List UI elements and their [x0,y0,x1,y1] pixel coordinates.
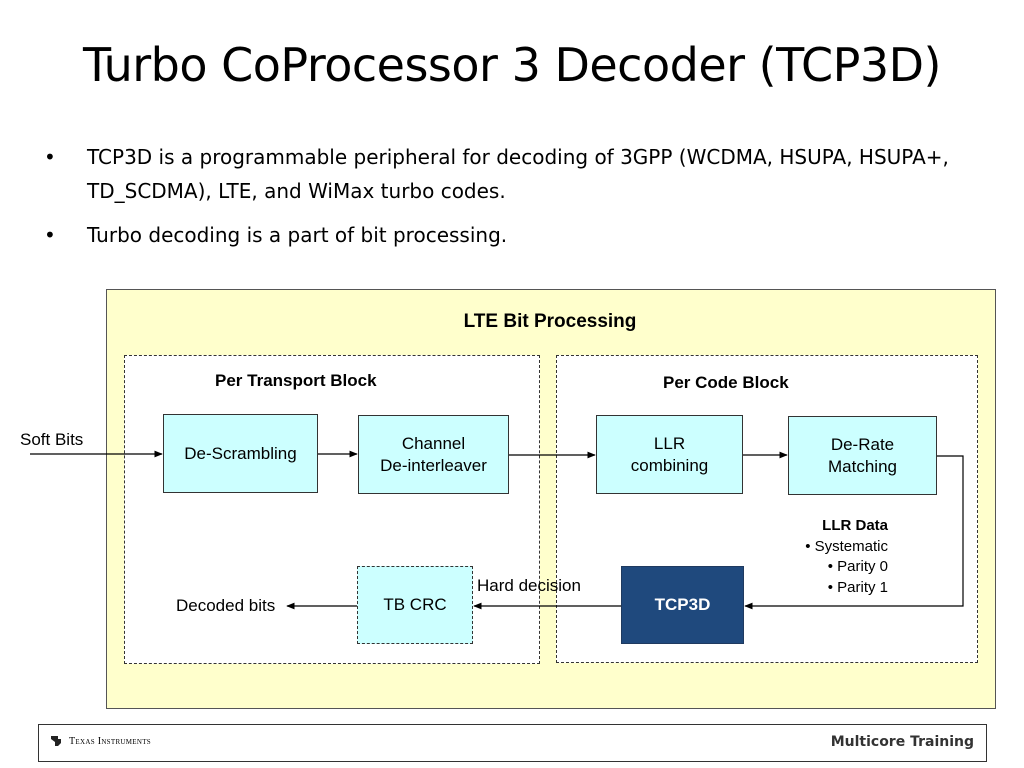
transport-block-label: Per Transport Block [215,371,377,390]
tcp3d-box: TCP3D [621,566,744,644]
llr-combining-box: LLR combining [596,415,743,494]
code-block-label: Per Code Block [663,373,789,392]
descrambling-box: De-Scrambling [163,414,318,493]
bullet-list: TCP3D is a programmable peripheral for d… [44,140,1004,262]
ti-logo: Texas Instruments [49,734,151,748]
llr-data-item: • Parity 1 [827,578,888,596]
decoded-bits-label: Decoded bits [176,596,276,615]
slide-title: Turbo CoProcessor 3 Decoder (TCP3D) [82,38,942,92]
ti-logo-icon [51,736,61,746]
arrow-derate-to-tcp3d [744,455,964,610]
bullet-item: Turbo decoding is a part of bit processi… [44,218,1004,252]
llr-data-list: LLR Data • Systematic • Parity 0 • Parit… [760,516,888,598]
diagram-title: LTE Bit Processing [463,311,637,332]
footer-bar: Texas Instruments Multicore Training [38,724,987,762]
tb-crc-box: TB CRC [357,566,473,644]
hard-decision-label: Hard decision [477,576,581,595]
llr-data-item: • Systematic [805,537,888,555]
soft-bits-label: Soft Bits [20,430,84,449]
channel-deinterleaver-box: Channel De-interleaver [358,415,509,494]
llr-data-item: • Parity 0 [827,558,888,575]
bullet-item: TCP3D is a programmable peripheral for d… [44,140,1004,208]
derate-matching-box: De-Rate Matching [788,416,937,495]
llr-data-heading: LLR Data [822,517,888,534]
footer-course-title: Multicore Training [830,734,974,750]
ti-logo-text: Texas Instruments [69,735,151,747]
